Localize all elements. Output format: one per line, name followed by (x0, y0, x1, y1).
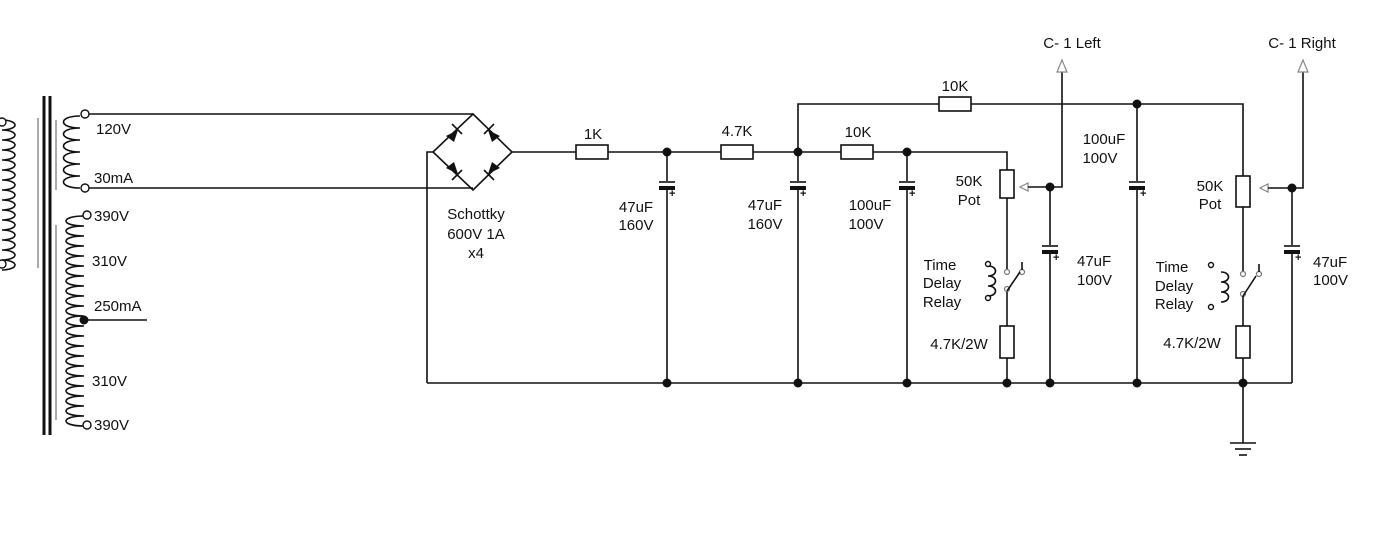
pot-left-line1: 50K (956, 173, 983, 190)
polarity-plus: + (909, 188, 915, 200)
label-310v-bottom: 310V (92, 373, 127, 390)
relay-right-line3: Relay (1155, 296, 1194, 313)
output-right-label: C- 1 Right (1268, 35, 1336, 52)
capacitor-c6: + 47uF 100V (1284, 188, 1348, 383)
c3-value: 100uF (849, 197, 892, 214)
pot-left-line2: Pot (958, 192, 981, 209)
label-250ma: 250mA (94, 298, 142, 315)
load-resistor-right-label: 4.7K/2W (1163, 335, 1221, 352)
pot-right: 50K Pot (1197, 175, 1292, 213)
diode-icon (446, 162, 463, 181)
relay-right-line1: Time (1156, 259, 1189, 276)
relay-right-line2: Delay (1155, 278, 1194, 295)
output-arrow-icon (1297, 58, 1309, 73)
output-arrow-icon (1056, 58, 1068, 73)
relay-left-line3: Relay (923, 294, 962, 311)
c6-value: 47uF (1313, 254, 1347, 271)
relay-left-line1: Time (924, 257, 957, 274)
resistor-4-7k-label: 4.7K (722, 123, 753, 140)
diode-icon (483, 162, 500, 181)
polarity-plus: + (669, 188, 675, 200)
output-left-label: C- 1 Left (1043, 35, 1101, 52)
wire-left-output (1050, 70, 1063, 188)
diode-icon (446, 123, 463, 142)
relay-left-line2: Delay (923, 275, 962, 292)
resistor-10k-b: 10K (938, 78, 972, 112)
c1-value: 47uF (619, 199, 653, 216)
c5-voltage: 100V (1082, 150, 1117, 167)
polarity-plus: + (1140, 188, 1146, 200)
pot-left: 50K Pot (956, 169, 1050, 209)
load-resistor-right: 4.7K/2W (1163, 325, 1251, 359)
load-resistor-left: 4.7K/2W (930, 325, 1015, 359)
rectifier-label-line2: 600V 1A (447, 226, 505, 243)
secondary-winding-hv: 390V 310V 250mA 310V 390V (65, 208, 147, 434)
bridge-rectifier: Schottky 600V 1A x4 (431, 112, 514, 262)
c2-value: 47uF (748, 197, 782, 214)
primary-winding (0, 117, 39, 271)
label-390v-top: 390V (94, 208, 129, 225)
pot-right-line2: Pot (1199, 196, 1222, 213)
wiper-arrow-icon (1018, 182, 1029, 192)
load-resistor-left-label: 4.7K/2W (930, 336, 988, 353)
polarity-plus: + (1053, 252, 1059, 264)
capacitor-c5: + 100uF 100V (1082, 104, 1146, 383)
capacitor-c3: + 100uF 100V (848, 152, 915, 383)
label-120v: 120V (96, 121, 131, 138)
capacitor-c1: + 47uF 160V (618, 152, 675, 383)
c6-voltage: 100V (1313, 272, 1348, 289)
c4-voltage: 100V (1077, 272, 1112, 289)
resistor-4-7k: 4.7K (720, 123, 754, 160)
wire-upper-branch (797, 103, 1244, 176)
pot-right-line1: 50K (1197, 178, 1224, 195)
rectifier-label-line3: x4 (468, 245, 484, 262)
transformer-core (42, 96, 57, 435)
rectifier-label-line1: Schottky (447, 206, 505, 223)
relay-right: Time Delay Relay (1155, 259, 1263, 313)
resistor-1k-label: 1K (584, 126, 602, 143)
ground-icon (1230, 383, 1256, 456)
polarity-plus: + (1295, 252, 1301, 264)
c3-voltage: 100V (848, 216, 883, 233)
c2-voltage: 160V (747, 216, 782, 233)
c1-voltage: 160V (618, 217, 653, 234)
capacitor-c4: + 47uF 100V (1042, 187, 1112, 383)
resistor-10k-a: 10K (840, 124, 874, 160)
capacitor-c2: + 47uF 160V (747, 152, 806, 383)
diode-icon (483, 123, 500, 142)
label-30ma: 30mA (94, 170, 133, 187)
c5-value: 100uF (1083, 131, 1126, 148)
wire-bridge-negative (426, 151, 433, 383)
wire-right-output (1292, 70, 1304, 189)
label-390v-bottom: 390V (94, 417, 129, 434)
label-310v-top: 310V (92, 253, 127, 270)
polarity-plus: + (800, 188, 806, 200)
relay-left: Time Delay Relay (923, 257, 1026, 311)
resistor-1k: 1K (575, 126, 609, 160)
c4-value: 47uF (1077, 253, 1111, 270)
resistor-10k-a-label: 10K (845, 124, 872, 141)
wiper-arrow-icon (1258, 183, 1269, 193)
transformer: 120V 30mA 390V 310V 250mA 310V 390V (0, 96, 147, 435)
resistor-10k-b-label: 10K (942, 78, 969, 95)
secondary-winding-120v: 120V 30mA (62, 109, 133, 193)
wire-to-left-pot (907, 151, 1008, 170)
